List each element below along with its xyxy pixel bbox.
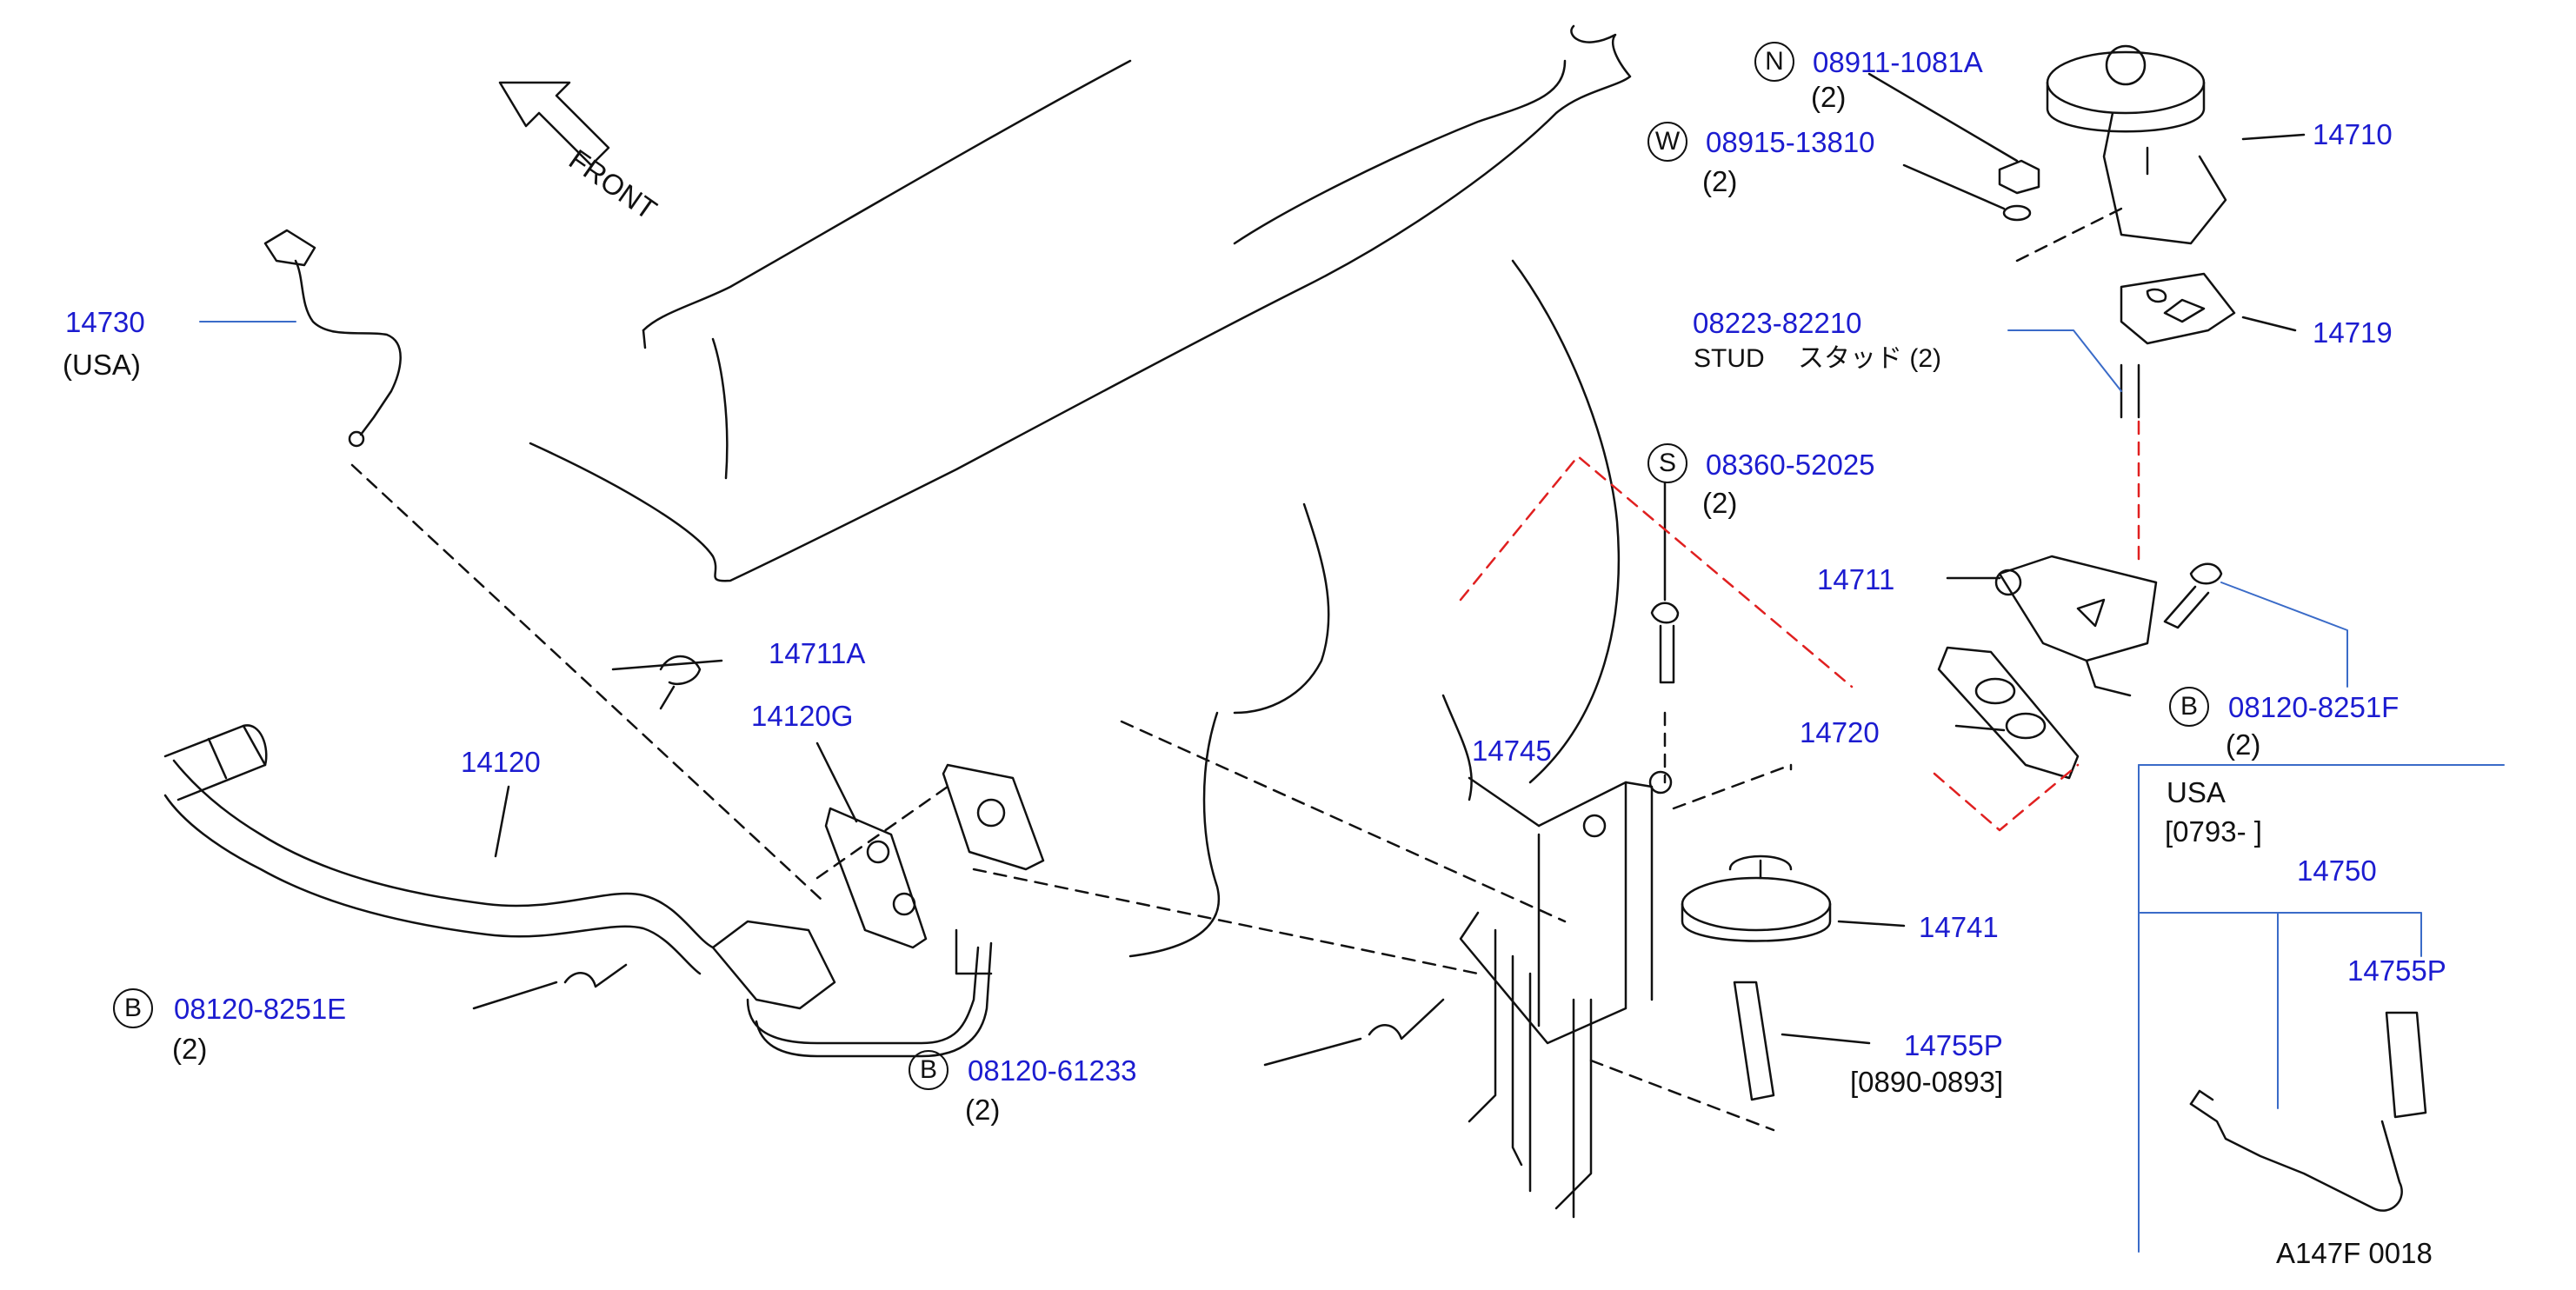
bolt-08120-8251E — [563, 963, 628, 988]
bolt-08120-61233 — [1368, 998, 1445, 1041]
front-arrow-icon — [498, 81, 610, 167]
sensor-14730 — [263, 229, 402, 448]
part-14755P-usa[interactable]: 14755P — [2347, 954, 2446, 987]
dashed-guides — [350, 207, 2123, 1132]
part-14755P[interactable]: 14755P — [1904, 1029, 2003, 1061]
egr-valve-14710 — [2046, 44, 2227, 245]
qty-08120-8251F: (2) — [2226, 728, 2261, 761]
gasket-14719 — [2120, 272, 2236, 345]
blue-leaders — [199, 321, 2505, 1253]
flange-gasket — [942, 763, 1045, 871]
qty-08915-13810: (2) — [1702, 165, 1738, 197]
nut-08911-1081A — [1998, 159, 2040, 195]
qty-08911-1081A: (2) — [1811, 81, 1847, 113]
range-14755P: [0890-0893] — [1850, 1066, 2004, 1098]
stud-description: STUD スタッド (2) — [1694, 344, 1941, 373]
part-08120-61233[interactable]: 08120-61233 — [968, 1054, 1137, 1087]
part-14120G[interactable]: 14120G — [751, 700, 854, 732]
part-08915-13810[interactable]: 08915-13810 — [1706, 126, 1875, 158]
gasket-14720 — [1937, 646, 2080, 780]
leader-lines — [472, 72, 2306, 1067]
marker-b-icon: B — [909, 1050, 949, 1090]
red-dashed-guides — [1459, 420, 2140, 832]
intake-manifold — [529, 24, 1632, 958]
part-14719[interactable]: 14719 — [2313, 316, 2393, 349]
washer-08915-13810 — [2002, 204, 2032, 222]
note-usa-14730: (USA) — [63, 349, 141, 381]
adapter-14711 — [1994, 555, 2158, 697]
modulator-14741 — [1681, 854, 1832, 1101]
part-14730[interactable]: 14730 — [65, 306, 145, 338]
marker-n-icon: N — [1754, 42, 1794, 82]
usa-hose-14755P — [2385, 1011, 2427, 1119]
part-14741[interactable]: 14741 — [1919, 911, 1999, 943]
bolt-14711A — [659, 655, 702, 710]
marker-b-icon: B — [2169, 687, 2209, 727]
qty-08120-8251E: (2) — [172, 1033, 208, 1065]
part-14711[interactable]: 14711 — [1817, 563, 1895, 595]
usa-box-title: USA — [2167, 776, 2226, 808]
part-14750[interactable]: 14750 — [2297, 854, 2377, 887]
bolt-08360-52025 — [1650, 602, 1680, 684]
part-08223-82210[interactable]: 08223-82210 — [1693, 307, 1862, 339]
qty-08360-52025: (2) — [1702, 487, 1738, 519]
part-14120[interactable]: 14120 — [461, 746, 541, 778]
stud-08223-82210 — [2120, 363, 2140, 419]
drawing-code: A147F 0018 — [2276, 1237, 2433, 1269]
part-14710[interactable]: 14710 — [2313, 118, 2393, 150]
bracket-14745 — [1459, 770, 1673, 1219]
marker-w-icon: W — [1647, 122, 1687, 162]
part-08120-8251F[interactable]: 08120-8251F — [2228, 691, 2400, 723]
usa-pipe-14750 — [2189, 1089, 2403, 1212]
marker-s-icon: S — [1647, 443, 1687, 483]
usa-box-range: [0793- ] — [2165, 815, 2262, 848]
part-08120-8251E[interactable]: 08120-8251E — [174, 993, 347, 1025]
marker-b-icon: B — [113, 988, 153, 1028]
part-14720[interactable]: 14720 — [1800, 716, 1880, 748]
bolt-08120-8251F — [2163, 562, 2223, 629]
part-08360-52025[interactable]: 08360-52025 — [1706, 449, 1875, 481]
part-14745[interactable]: 14745 — [1472, 735, 1552, 767]
part-08911-1081A[interactable]: 08911-1081A — [1813, 46, 1983, 78]
part-14711A[interactable]: 14711A — [769, 637, 866, 669]
qty-08120-61233: (2) — [965, 1094, 1001, 1126]
gasket-14120G — [824, 807, 928, 949]
